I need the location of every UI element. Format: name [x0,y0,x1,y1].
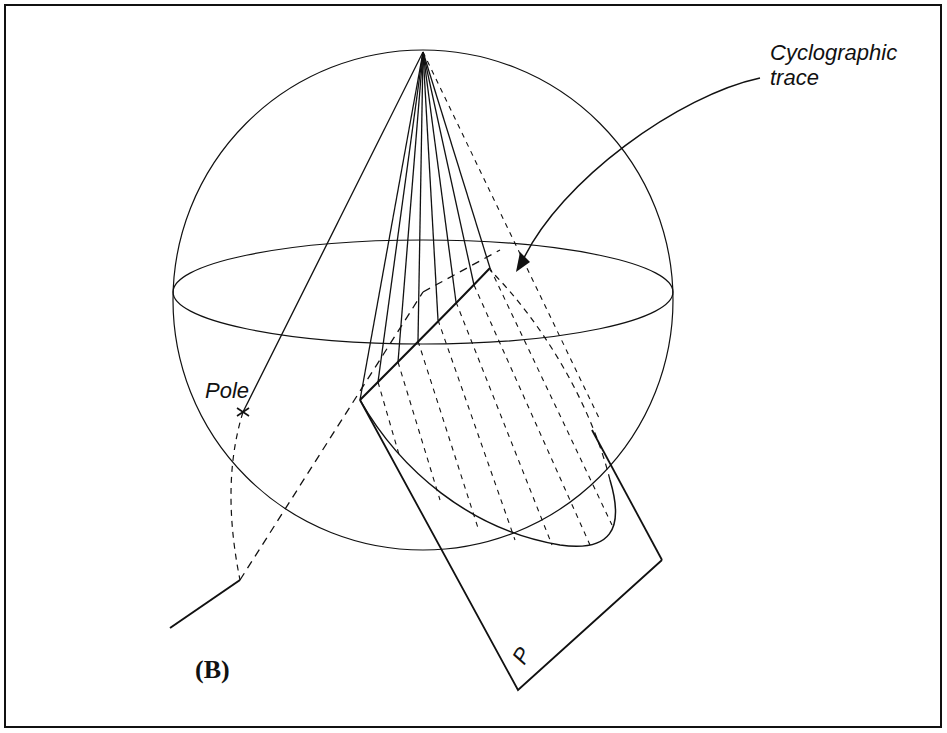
plane-outline [360,400,662,690]
leader-line [522,78,760,262]
pole-label: Pole [205,378,285,403]
arrowhead [516,252,530,272]
cyclographic-trace [360,268,490,400]
pole-mark [237,408,249,416]
pole-line [243,52,423,412]
great-circle [360,400,616,546]
callout-label: Cyclographic trace [770,40,930,91]
pole-arc [231,412,243,580]
great-circle [490,270,610,480]
equator [173,240,673,344]
pole-normal [170,580,240,628]
plane-label: P [507,621,549,668]
frame [5,5,941,727]
pole-mark [237,408,249,416]
sphere [173,50,673,550]
panel-label: (B) [195,655,275,685]
pole-normal [240,292,423,580]
